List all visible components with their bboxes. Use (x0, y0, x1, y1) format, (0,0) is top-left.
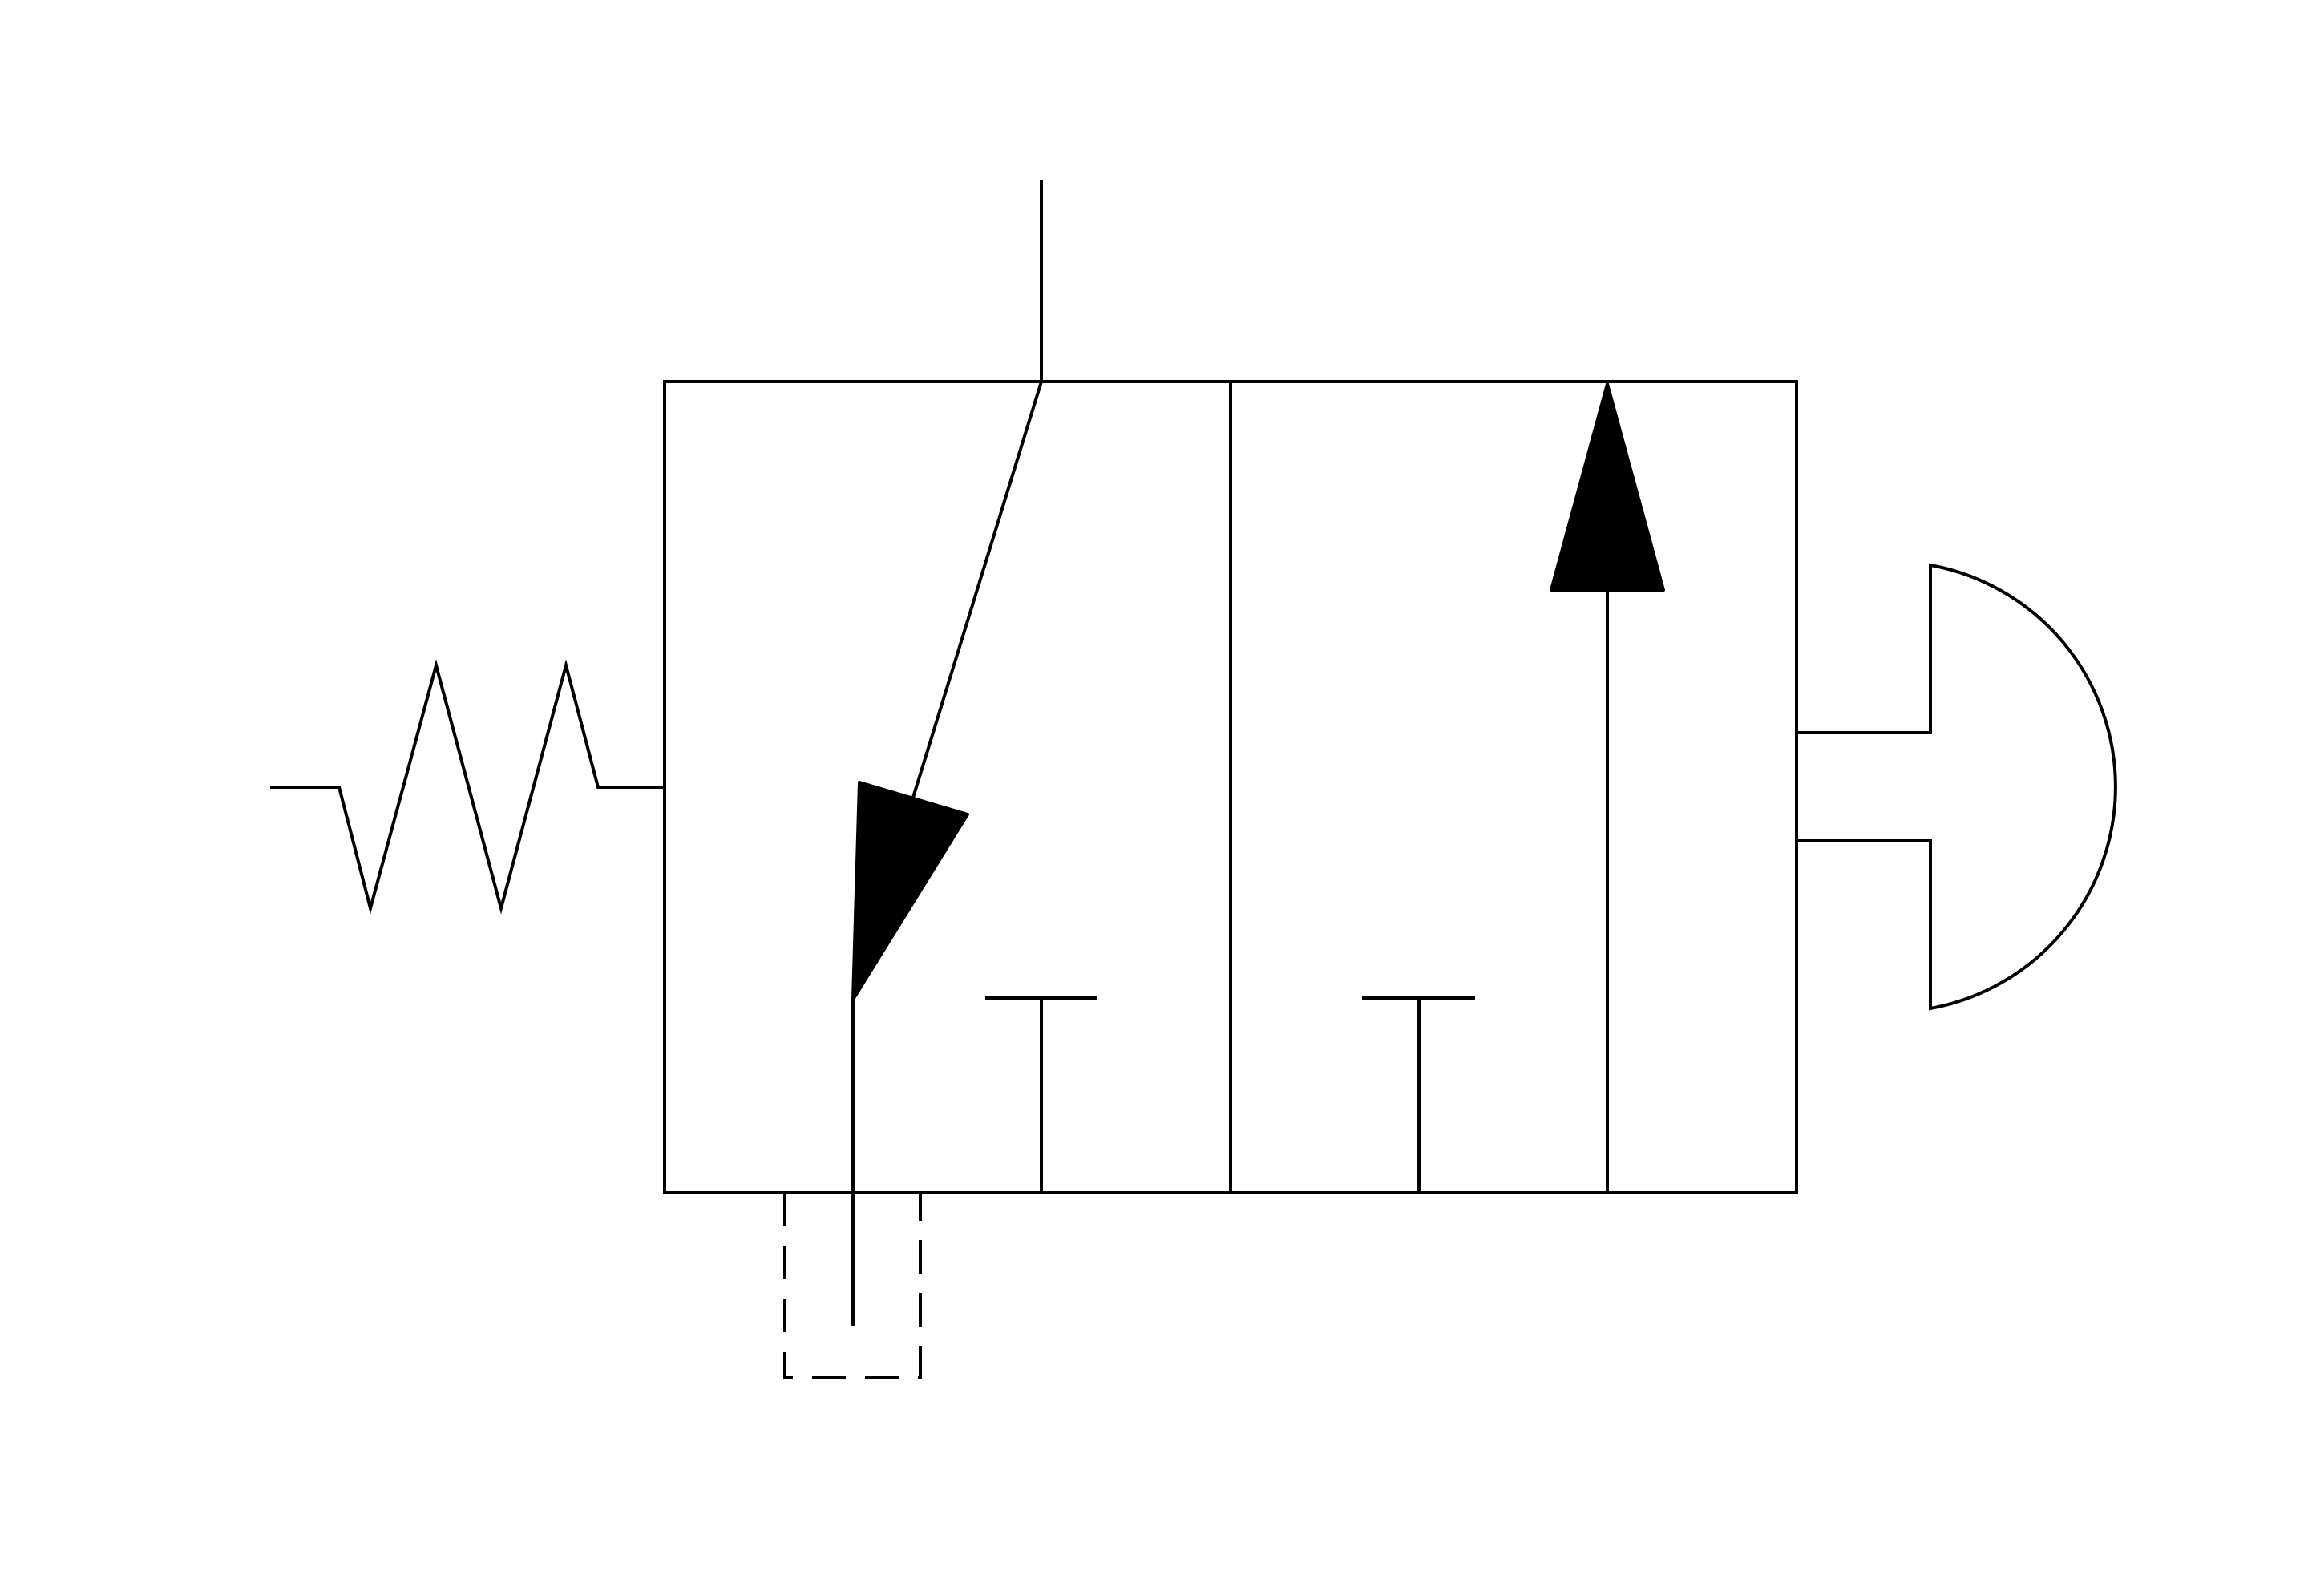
left-flow-arrow-head (851, 781, 969, 1001)
push-button-actuator-icon (1795, 563, 2117, 1011)
spring-actuator-icon (270, 659, 666, 915)
right-flow-arrow-head (1550, 382, 1665, 592)
valve-position-right-box (1229, 380, 1798, 1194)
valve-position-left-box (663, 380, 1232, 1194)
left-flow-diagonal-line (910, 379, 1044, 802)
